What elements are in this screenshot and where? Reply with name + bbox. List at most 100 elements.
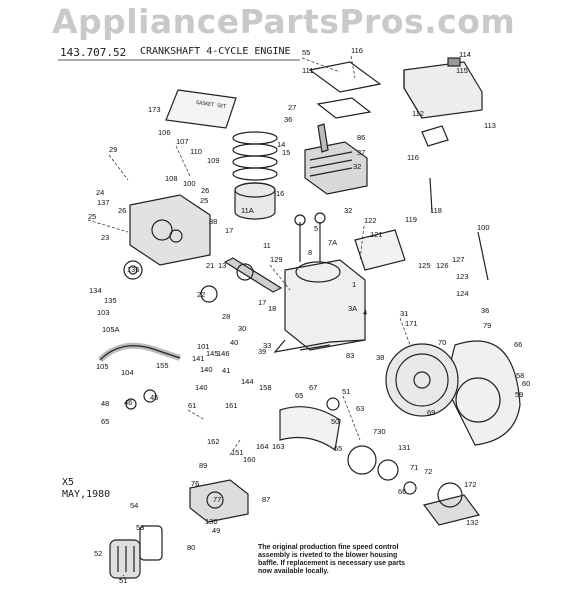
part-label: 172 — [464, 480, 477, 489]
part-label: 83 — [346, 351, 354, 360]
part-label: 79 — [483, 321, 491, 330]
part-label: 86 — [357, 133, 365, 142]
part-label: 77 — [213, 495, 221, 504]
part-label: 26 — [201, 186, 209, 195]
cylinder-head-icon — [304, 141, 368, 195]
part-label: 29 — [109, 145, 117, 154]
part-label: 160 — [243, 455, 256, 464]
part-label: 164 — [256, 442, 269, 451]
part-label: 3A — [348, 304, 357, 313]
part-label: 116 — [351, 46, 363, 55]
blower-housing-icon — [444, 340, 521, 446]
part-label: 144 — [241, 377, 254, 386]
part-label: 114 — [459, 50, 471, 59]
part-label: 17 — [225, 226, 233, 235]
part-label: 32 — [353, 162, 361, 171]
spark-plug-icon — [317, 123, 329, 153]
part-label: 48 — [101, 399, 109, 408]
part-label: 54 — [130, 501, 138, 510]
part-label: 134 — [89, 286, 102, 295]
gasket-set-envelope — [165, 89, 237, 129]
part-label: 140 — [200, 365, 213, 374]
part-label: 31 — [400, 309, 408, 318]
part-label: 38 — [376, 353, 384, 362]
part-label: 125 — [418, 261, 431, 270]
part-label: 14 — [277, 140, 285, 149]
part-label: 137 — [97, 198, 110, 207]
part-label: 158 — [259, 383, 272, 392]
part-label: 105A — [102, 325, 120, 334]
part-label: 38 — [209, 217, 217, 226]
part-label: 7A — [328, 238, 337, 247]
part-label: 46 — [124, 398, 132, 407]
part-label: 13 — [218, 261, 226, 270]
part-label: 87 — [262, 495, 270, 504]
part-label: 37 — [357, 148, 365, 157]
part-label: 112 — [412, 109, 424, 118]
part-label: 140 — [195, 383, 208, 392]
part-label: 67 — [309, 383, 317, 392]
part-label: 66 — [514, 340, 522, 349]
part-label: 124 — [456, 289, 469, 298]
part-label: 76 — [191, 479, 199, 488]
intake-tube-icon — [97, 342, 181, 363]
part-label: 130 — [205, 517, 218, 526]
part-label: 104 — [121, 368, 134, 377]
part-label: 63 — [356, 404, 364, 413]
part-label: 103 — [97, 308, 110, 317]
part-label: 89 — [199, 461, 207, 470]
part-label: 61 — [188, 401, 196, 410]
part-label: 8 — [308, 248, 312, 257]
part-label: 51 — [119, 576, 127, 585]
part-label: 80 — [187, 543, 195, 552]
part-label: 119 — [405, 215, 417, 224]
part-label: 27 — [288, 103, 296, 112]
baffle-icon — [279, 406, 341, 452]
part-label: 118 — [430, 206, 442, 215]
air-filter-icon — [109, 539, 141, 579]
starter-icon — [422, 494, 481, 526]
part-label: 53 — [136, 523, 144, 532]
part-label: 113 — [484, 121, 496, 130]
part-label: 25 — [200, 196, 208, 205]
part-label: 110 — [190, 147, 202, 156]
part-label: 107 — [176, 137, 189, 146]
part-label: 115 — [456, 66, 468, 75]
crankcase-cover-icon — [129, 194, 211, 266]
diagram-title: CRANKSHAFT 4-CYCLE ENGINE — [140, 46, 291, 57]
part-label: 109 — [207, 156, 220, 165]
part-label: 136 — [127, 265, 140, 274]
model-number: 143.707.52 — [60, 46, 127, 59]
part-label: 55 — [302, 48, 310, 57]
part-label: 162 — [207, 437, 220, 446]
part-label: 100 — [183, 179, 196, 188]
part-label: 101 — [197, 342, 210, 351]
part-label: 4 — [363, 308, 367, 317]
part-label: 58 — [516, 371, 524, 380]
part-label: 127 — [452, 255, 465, 264]
part-label: 49 — [212, 526, 220, 535]
part-label: 173 — [148, 105, 161, 114]
part-label: 11A — [241, 206, 254, 215]
part-label: 36 — [284, 115, 292, 124]
part-label: 11 — [263, 241, 271, 250]
part-label: 145 — [206, 349, 219, 358]
part-label: 22 — [197, 290, 205, 299]
gear-icon — [347, 445, 377, 475]
part-label: 171 — [405, 319, 418, 328]
part-label: 60 — [522, 379, 530, 388]
part-label: 18 — [268, 304, 276, 313]
part-label: 59 — [515, 390, 523, 399]
part-label: 70 — [438, 338, 446, 347]
part-label: 51 — [342, 387, 350, 396]
part-label: 50 — [331, 417, 339, 426]
part-label: 1 — [352, 280, 356, 289]
part-label: 163 — [272, 442, 285, 451]
part-label: 26 — [118, 206, 126, 215]
part-label: 41 — [222, 366, 230, 375]
part-label: 32 — [344, 206, 352, 215]
part-label: 100 — [477, 223, 490, 232]
